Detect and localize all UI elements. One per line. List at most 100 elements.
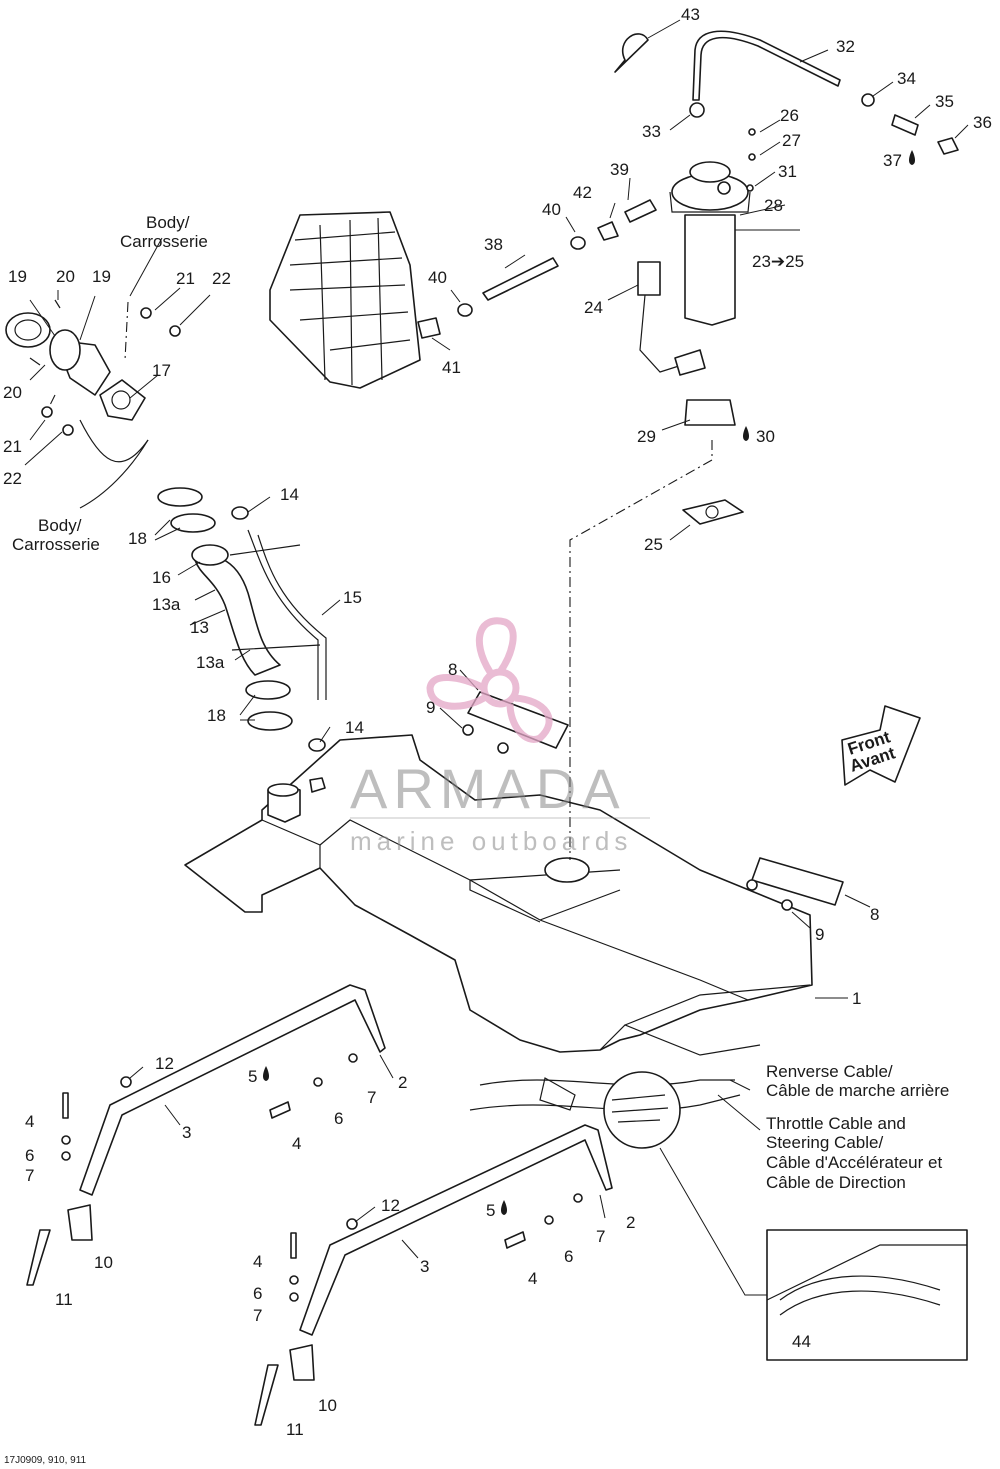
throttle-cable-label-line4: Câble de Direction [766, 1173, 906, 1192]
callout-13a: 13a [152, 595, 181, 614]
body-label-top-line1: Body/ [146, 213, 190, 232]
callout-6: 6 [334, 1109, 343, 1128]
callout-38: 38 [484, 235, 503, 254]
sealant-drop-icon [263, 1066, 269, 1081]
callout-4: 4 [253, 1252, 262, 1271]
watermark: ARMADA marine outboards [350, 617, 650, 856]
text-labels: Body/ Carrosserie Body/ Carrosserie Renv… [4, 213, 949, 1466]
sealant-drop-icon [909, 150, 915, 165]
watermark-brand: ARMADA [350, 757, 626, 820]
callout-11: 11 [55, 1290, 73, 1309]
callout-8: 8 [870, 905, 879, 924]
callout-12: 12 [381, 1196, 400, 1215]
callout-25: 25 [644, 535, 663, 554]
callout-30: 30 [756, 427, 775, 446]
callout-4: 4 [25, 1112, 34, 1131]
cable-harness [469, 1071, 741, 1149]
callout-44: 44 [792, 1332, 811, 1351]
callout-34: 34 [897, 69, 916, 88]
callout-19: 19 [92, 267, 111, 286]
callout-14: 14 [280, 485, 299, 504]
callout-42: 42 [573, 183, 592, 202]
tank-straps [26, 984, 613, 1426]
throttle-cable-label-line1: Throttle Cable and [766, 1114, 906, 1133]
callout-10: 10 [318, 1396, 337, 1415]
watermark-tagline: marine outboards [350, 826, 632, 856]
vent-hose [417, 199, 657, 339]
body-label-left-line2: Carrosserie [12, 535, 100, 554]
callout-21: 21 [176, 269, 195, 288]
callout-13a: 13a [196, 653, 225, 672]
callout-20: 20 [3, 383, 22, 402]
callout-28: 28 [764, 196, 783, 215]
callout-5: 5 [248, 1067, 257, 1086]
callout-39: 39 [610, 160, 629, 179]
callout-33: 33 [642, 122, 661, 141]
fuel-line [614, 30, 959, 192]
callout-2: 2 [626, 1213, 635, 1232]
body-label-left-line1: Body/ [38, 516, 82, 535]
callout-35: 35 [935, 92, 954, 111]
callout-4: 4 [292, 1134, 301, 1153]
callout-5: 5 [486, 1201, 495, 1220]
callout-40: 40 [542, 200, 561, 219]
callout-6: 6 [564, 1247, 573, 1266]
callout-2: 2 [398, 1073, 407, 1092]
callout-7: 7 [596, 1227, 605, 1246]
callout-23: 23➔25 [752, 252, 804, 271]
callout-7: 7 [367, 1088, 376, 1107]
throttle-cable-label-line2: Steering Cable/ [766, 1133, 883, 1152]
callout-21: 21 [3, 437, 22, 456]
callout-40: 40 [428, 268, 447, 287]
callout-27: 27 [782, 131, 801, 150]
callout-29: 29 [637, 427, 656, 446]
filler-neck [5, 299, 181, 509]
leader-lines [24, 19, 969, 1259]
callout-32: 32 [836, 37, 855, 56]
callout-37: 37 [883, 151, 902, 170]
sealant-drop-icon [501, 1200, 507, 1215]
callout-10: 10 [94, 1253, 113, 1272]
callout-18: 18 [207, 706, 226, 725]
callout-31: 31 [778, 162, 797, 181]
callout-7: 7 [25, 1166, 34, 1185]
callout-16: 16 [152, 568, 171, 587]
callout-19: 19 [8, 267, 27, 286]
callout-3: 3 [420, 1257, 429, 1276]
callout-18: 18 [128, 529, 147, 548]
inset-detail [659, 1147, 968, 1361]
sealant-drop-icon [743, 426, 749, 441]
fuel-tank [184, 734, 813, 1056]
callout-4: 4 [528, 1269, 537, 1288]
propeller-logo-icon [426, 617, 553, 743]
front-arrow [841, 705, 921, 786]
callout-20: 20 [56, 267, 75, 286]
callout-15: 15 [343, 588, 362, 607]
callout-8: 8 [448, 660, 457, 679]
callout-13: 13 [190, 618, 209, 637]
callout-9: 9 [815, 925, 824, 944]
callout-22: 22 [3, 469, 22, 488]
callout-3: 3 [182, 1123, 191, 1142]
callout-6: 6 [253, 1284, 262, 1303]
callout-22: 22 [212, 269, 231, 288]
callout-9: 9 [426, 698, 435, 717]
callout-1: 1 [852, 989, 861, 1008]
body-label-top-line2: Carrosserie [120, 232, 208, 251]
callout-6: 6 [25, 1146, 34, 1165]
reverse-cable-label-line2: Câble de marche arrière [766, 1081, 949, 1100]
callout-12: 12 [155, 1054, 174, 1073]
sealant-drop-icons [263, 150, 915, 1215]
callout-26: 26 [780, 106, 799, 125]
figure-code: 17J0909, 910, 911 [4, 1455, 87, 1466]
filler-hose [157, 487, 327, 752]
callout-14: 14 [345, 718, 364, 737]
fuel-pump [569, 161, 751, 860]
callout-11: 11 [286, 1420, 304, 1439]
callout-41: 41 [442, 358, 461, 377]
callout-36: 36 [973, 113, 992, 132]
callout-43: 43 [681, 5, 700, 24]
callout-7: 7 [253, 1306, 262, 1325]
engine-block [269, 211, 421, 389]
